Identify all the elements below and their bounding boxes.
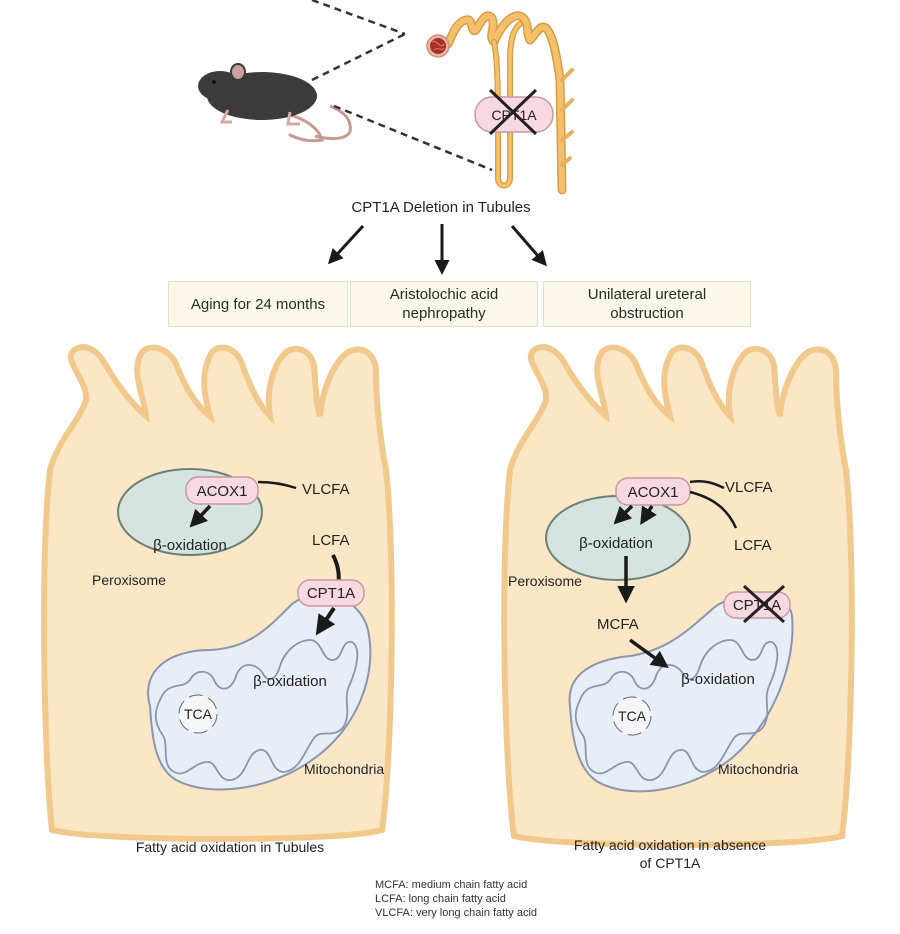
- abbreviation-legend: MCFA: medium chain fatty acid LCFA: long…: [375, 878, 537, 920]
- zoom-line-bottom: [333, 104, 493, 172]
- caption-left: Fatty acid oxidation in Tubules: [135, 839, 325, 855]
- zoom-line-top: [311, 0, 406, 36]
- acox1-pill-left: [185, 476, 259, 505]
- acox1-label-left: ACOX1: [197, 483, 248, 500]
- mouse-icon: [198, 63, 352, 143]
- zoom-line-top: [311, 32, 406, 82]
- tca-label-left: TCA: [184, 706, 213, 722]
- legend-item: MCFA: medium chain fatty acid: [375, 879, 528, 891]
- arrow-aging: [327, 224, 365, 265]
- mcfa-arrow: [628, 638, 669, 669]
- caption-right-line2: of CPT1A: [639, 855, 701, 871]
- cpt1a-label-left: CPT1A: [307, 585, 355, 602]
- acox1-pill-right: [615, 477, 691, 506]
- acox1-label-right: ACOX1: [628, 484, 679, 501]
- caption-right-line1: Fatty acid oxidation in absence: [573, 837, 767, 853]
- beta-oxidation-mito-left: β-oxidation: [253, 673, 327, 690]
- glomerulus-icon: [426, 34, 450, 58]
- tca-label-right: TCA: [618, 708, 647, 724]
- beta-oxidation-mito-right: β-oxidation: [681, 671, 755, 688]
- lcfa-label-left: LCFA: [312, 532, 350, 549]
- condition-label: Unilateral ureteral: [587, 286, 707, 303]
- peroxisome-label-right: Peroxisome: [508, 573, 582, 589]
- mitochondria-right: [568, 594, 794, 793]
- beta-oxidation-peroxisome-left: β-oxidation: [153, 537, 227, 554]
- main-title: CPT1A Deletion in Tubules: [351, 199, 530, 216]
- condition-box-aan: Aristolochic acid nephropathy: [350, 281, 538, 327]
- right-tubule-cell: ACOX1 VLCFA LCFA β-oxidation Peroxisome …: [501, 344, 855, 848]
- cpt1a-pill-left: [297, 579, 365, 607]
- condition-label: Aging for 24 months: [190, 295, 326, 313]
- mitochondria-left: [147, 593, 372, 791]
- mitochondria-label-right: Mitochondria: [718, 761, 798, 777]
- mitochondria-label-left: Mitochondria: [304, 761, 384, 777]
- vlcfa-label-left: VLCFA: [302, 481, 350, 498]
- cpt1a-deleted-pill: CPT1A: [474, 88, 554, 136]
- condition-label-line2: nephropathy: [402, 305, 486, 322]
- legend-item: VLCFA: very long chain fatty acid: [375, 907, 538, 919]
- lcfa-label-right: LCFA: [734, 537, 772, 554]
- condition-label: Aristolochic acid: [389, 286, 499, 303]
- condition-box-uuo: Unilateral ureteral obstruction: [543, 281, 751, 327]
- arrow-uuo: [510, 225, 547, 267]
- tca-cycle-icon: TCA: [612, 696, 652, 736]
- caption-right: Fatty acid oxidation in absence of CPT1A: [520, 836, 820, 872]
- tca-cycle-icon: TCA: [178, 694, 218, 734]
- nephron-icon: [443, 11, 574, 195]
- beta-oxidation-peroxisome-right: β-oxidation: [579, 535, 653, 552]
- left-tubule-cell: ACOX1 VLCFA β-oxidation Peroxisome LCFA …: [41, 344, 395, 842]
- mcfa-label-right: MCFA: [597, 616, 639, 633]
- legend-item: LCFA: long chain fatty acid: [375, 893, 506, 905]
- peroxisome-label-left: Peroxisome: [92, 572, 166, 588]
- condition-label-line2: obstruction: [610, 305, 684, 322]
- vlcfa-label-right: VLCFA: [725, 479, 773, 496]
- condition-box-aging: Aging for 24 months: [168, 281, 348, 327]
